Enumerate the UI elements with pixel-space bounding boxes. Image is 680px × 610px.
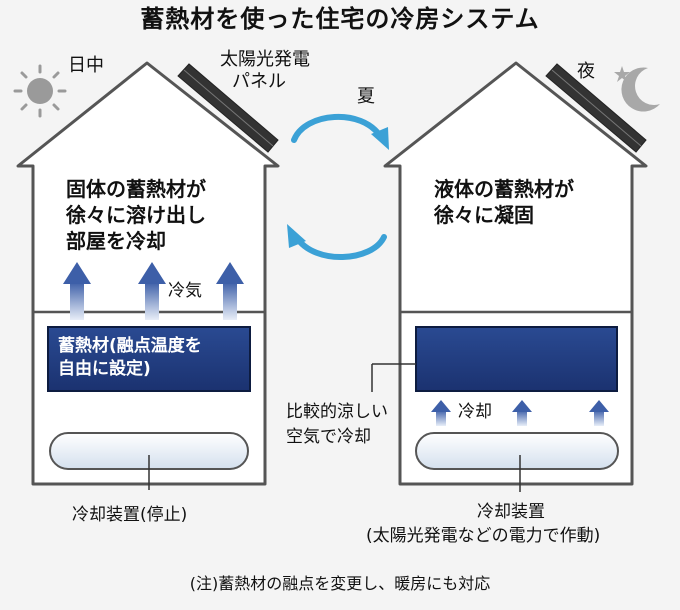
- cycle-arrow-icon: [291, 113, 389, 150]
- right-cool-label: 冷却: [458, 402, 492, 422]
- right-storage-box: [415, 326, 618, 392]
- cycle-arrow-icon: [287, 224, 387, 260]
- right-main-text-2: 徐々に凝固: [434, 203, 534, 227]
- air-up-arrow-icon: [589, 400, 609, 426]
- air-label-1: 比較的涼しい: [286, 402, 388, 422]
- solar-panel-label: 太陽光発電: [220, 49, 310, 70]
- night-label: 夜: [577, 61, 595, 82]
- solar-panel-icon: [177, 63, 279, 153]
- daytime-label: 日中: [68, 55, 104, 76]
- right-cooler: [415, 432, 619, 470]
- summer-label: 夏: [357, 86, 375, 107]
- air-up-arrow-icon: [63, 262, 91, 320]
- moon-icon: [621, 67, 660, 112]
- cool-air-label: 冷気: [168, 281, 202, 301]
- storage-label-1: 蓄熱材(融点温度を: [58, 336, 202, 356]
- left-storage-box: [47, 326, 251, 392]
- air-up-arrow-icon: [216, 262, 244, 320]
- star-icon: [614, 66, 634, 99]
- left-main-text-3: 部屋を冷却: [66, 229, 166, 253]
- air-up-arrow-icon: [138, 262, 166, 320]
- right-main-text-1: 液体の蓄熱材が: [434, 177, 574, 201]
- air-label-2: 空気で冷却: [286, 427, 371, 447]
- left-main-text-1: 固体の蓄熱材が: [66, 177, 206, 201]
- footnote: (注)蓄熱材の融点を変更し、暖房にも対応: [189, 574, 491, 593]
- right-house: [371, 61, 648, 492]
- air-up-arrow-icon: [431, 400, 451, 426]
- left-house: [16, 61, 280, 490]
- left-cooler-label: 冷却装置(停止): [72, 505, 188, 525]
- solar-panel-icon: [545, 63, 647, 153]
- solar-panel-label-2: パネル: [232, 71, 286, 92]
- right-cooler-sublabel: (太陽光発電などの電力で作動): [366, 526, 601, 546]
- storage-label-2: 自由に設定): [58, 359, 151, 379]
- left-main-text-2: 徐々に溶け出し: [66, 203, 206, 227]
- right-cooler-label: 冷却装置: [477, 502, 545, 522]
- page-title: 蓄熱材を使った住宅の冷房システム: [140, 5, 540, 33]
- air-up-arrow-icon: [512, 400, 532, 426]
- sun-icon: [13, 64, 67, 118]
